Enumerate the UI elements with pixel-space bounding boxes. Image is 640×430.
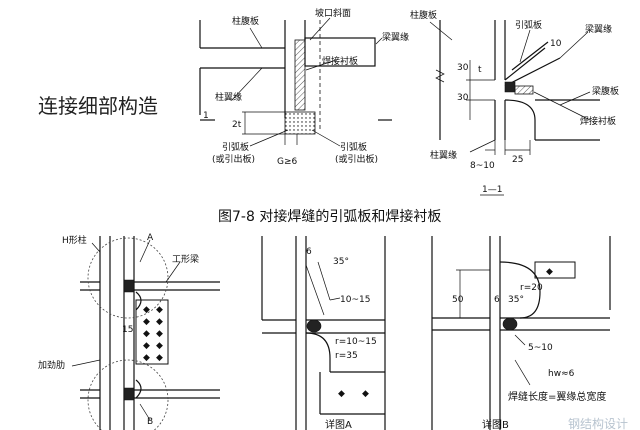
tr-dim-30b: 30: [457, 93, 469, 103]
tr-column-web: 柱腹板: [410, 9, 437, 21]
tl-runoff-right: 引弧板: [340, 141, 367, 153]
tr-backing-plate: 焊接衬板: [580, 115, 616, 127]
tl-section-mark: 1: [203, 111, 209, 121]
tr-runoff-plate: 引弧板: [515, 19, 542, 31]
tr-dim-25: 25: [512, 155, 523, 165]
figure-caption: 图7-8 对接焊缝的引弧板和焊接衬板: [218, 208, 441, 225]
backing-plate-left: [294, 39, 306, 111]
svg-text:◆: ◆: [156, 353, 163, 363]
svg-text:◆: ◆: [362, 389, 369, 399]
db-weld-length: 焊缝长度=翼缘总宽度: [508, 390, 606, 403]
top-right-section: [429, 20, 600, 155]
tr-dim-30a: 30: [457, 63, 469, 73]
bl-i-beam: 工形梁: [172, 253, 199, 265]
svg-text:◆: ◆: [156, 305, 163, 315]
tl-column-web: 柱腹板: [232, 15, 259, 27]
svg-text:◆: ◆: [143, 341, 150, 351]
detail-b: ◆: [431, 236, 611, 430]
tr-dim-10: 10: [550, 39, 562, 49]
bl-stiffener: 加劲肋: [38, 359, 65, 371]
top-left-detail: [199, 17, 392, 147]
da-radius-a: r=10~15: [335, 337, 377, 347]
h-column-elevation: [71, 236, 220, 430]
da-radius-b: r=35: [335, 351, 358, 361]
bolt-grid: ◆ ◆ ◆ ◆ ◆ ◆ ◆ ◆ ◆ ◆: [143, 305, 163, 363]
da-dim-10-15: 10~15: [340, 295, 370, 305]
tl-backing-plate: 焊接衬板: [322, 55, 358, 67]
tl-runoff-note-left: (或引出板): [212, 153, 255, 165]
svg-text:◆: ◆: [143, 305, 150, 315]
svg-text:◆: ◆: [338, 389, 345, 399]
watermark: 钢结构设计: [568, 416, 628, 430]
beam-flange-left: [304, 37, 376, 67]
bl-mark-b: B: [147, 417, 153, 427]
tr-column-flange: 柱翼缘: [430, 149, 457, 161]
side-title: 连接细部构造: [38, 94, 158, 118]
svg-text:◆: ◆: [143, 329, 150, 339]
tr-beam-flange: 梁翼缘: [585, 23, 612, 35]
tl-runoff-note-right: (或引出板): [335, 153, 378, 165]
detail-a: ◆◆: [261, 236, 386, 430]
tl-dim-2t: 2t: [232, 120, 242, 130]
svg-text:◆: ◆: [143, 353, 150, 363]
tl-beam-flange: 梁翼缘: [382, 31, 409, 43]
bl-mark-a: A: [147, 233, 154, 243]
db-radius: r=20: [520, 283, 543, 293]
db-caption: 详图B: [482, 418, 509, 430]
tl-gap: G≥6: [277, 157, 298, 167]
da-caption: 详图A: [325, 418, 352, 430]
tr-dim-t: t: [478, 65, 482, 75]
svg-text:◆: ◆: [143, 317, 150, 327]
runoff-plate-left: [284, 111, 316, 135]
db-angle: 35°: [508, 295, 524, 305]
db-dim-50: 50: [452, 295, 464, 305]
bl-h-column: H形柱: [62, 234, 87, 246]
db-dim-5-10: 5~10: [528, 343, 553, 353]
db-dim-6: 6: [494, 295, 500, 305]
tr-beam-web: 梁腹板: [592, 85, 619, 97]
bl-dim-15: 15: [122, 325, 133, 335]
tr-section-label: 1—1: [482, 185, 502, 195]
tl-column-flange: 柱翼缘: [215, 91, 242, 103]
tl-bevel-face: 坡口斜面: [315, 7, 351, 19]
svg-text:◆: ◆: [546, 267, 553, 277]
svg-text:◆: ◆: [156, 329, 163, 339]
da-angle: 35°: [333, 257, 349, 267]
svg-text:◆: ◆: [156, 341, 163, 351]
tl-runoff-left: 引弧板: [222, 141, 249, 153]
svg-text:◆: ◆: [156, 317, 163, 327]
tr-dim-8-10: 8~10: [470, 161, 495, 171]
da-dim-6: 6: [306, 247, 312, 257]
db-hw: hw≈6: [548, 369, 575, 379]
